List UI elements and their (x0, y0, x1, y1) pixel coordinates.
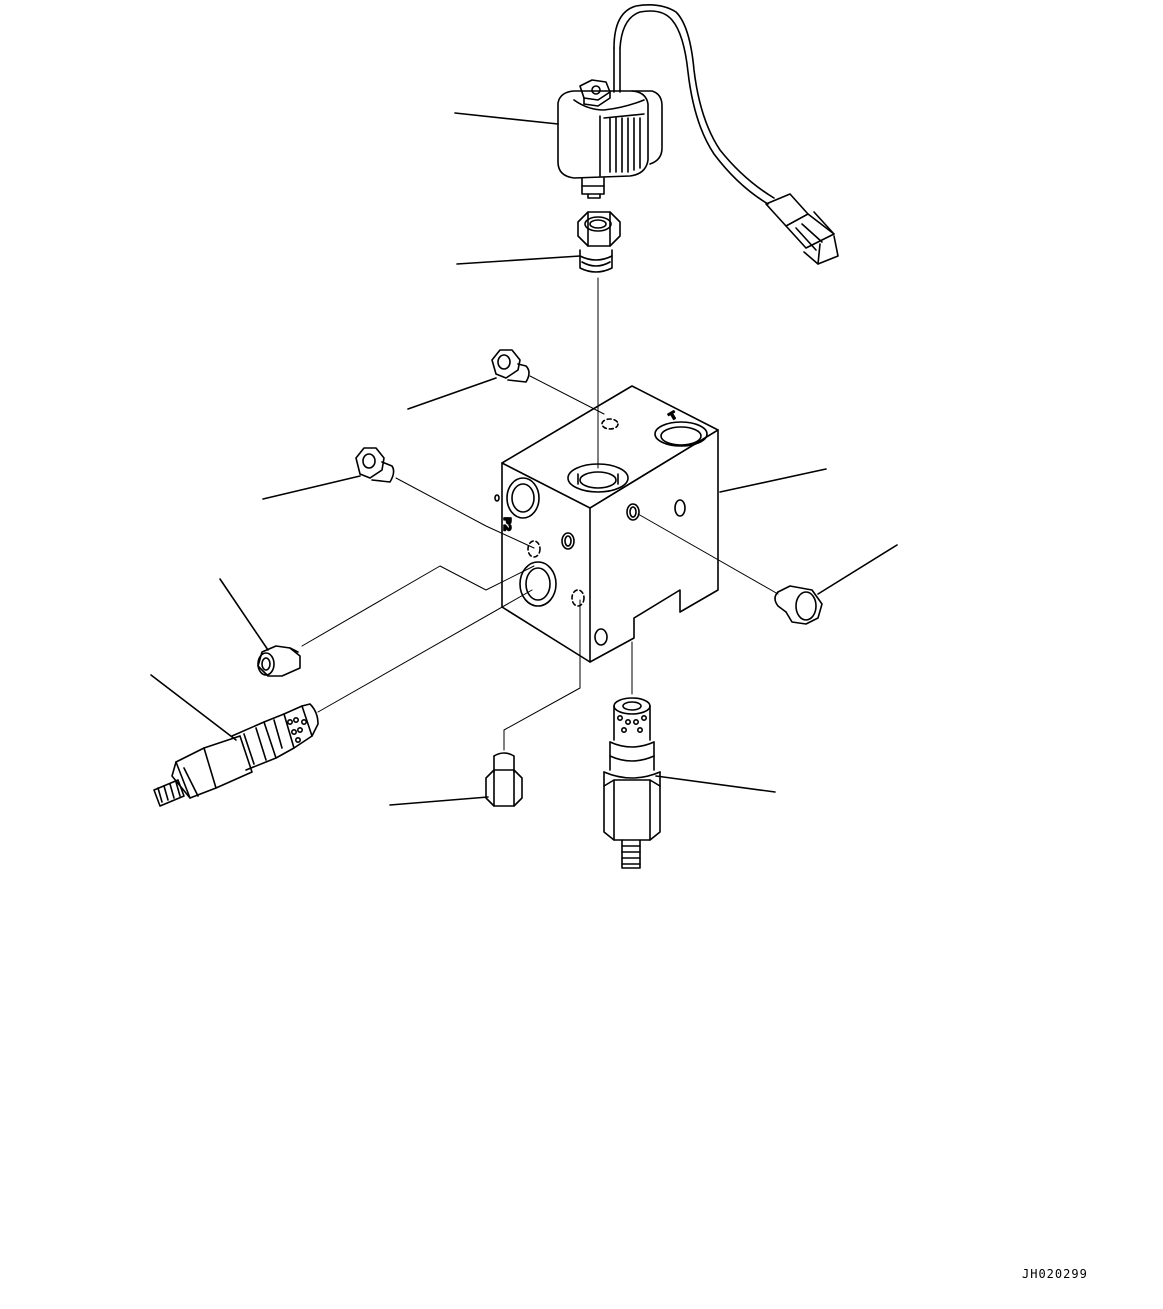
drawing-reference-code: JH020299 (1022, 1267, 1088, 1281)
port-mark-p2: P2 (501, 517, 512, 531)
cartridge-valve-left (153, 703, 319, 807)
center-line-plug-right (637, 513, 779, 595)
solenoid-coil (557, 4, 839, 265)
center-line-plug-left-lower (301, 565, 535, 647)
center-line-plug-top (529, 375, 605, 415)
leader-plug-top (407, 377, 497, 410)
plug-right (774, 585, 823, 625)
center-line-plug-left-upper (395, 477, 535, 549)
port-mark-t: T (668, 410, 680, 423)
leader-plug-bottom (389, 796, 489, 806)
leader-coil-nut (456, 255, 581, 265)
leader-valve-block (719, 468, 827, 493)
center-line-cartridge-left (317, 589, 533, 713)
leader-plug-left-lower (219, 578, 269, 651)
leader-plug-left-upper (262, 475, 361, 500)
plug-left-lower (257, 645, 301, 677)
leader-plug-right (817, 544, 898, 595)
coil-nut (577, 211, 621, 273)
center-line-plug-bottom (503, 599, 581, 751)
plug-bottom (485, 752, 523, 807)
leader-cartridge-valve-bottom (655, 775, 776, 793)
plug-top (491, 349, 530, 383)
plug-left-upper (355, 447, 395, 483)
leader-cartridge-valve-left (150, 674, 237, 741)
cartridge-valve-bottom (603, 697, 661, 869)
valve-block (494, 385, 719, 663)
leader-solenoid-coil (454, 112, 559, 125)
